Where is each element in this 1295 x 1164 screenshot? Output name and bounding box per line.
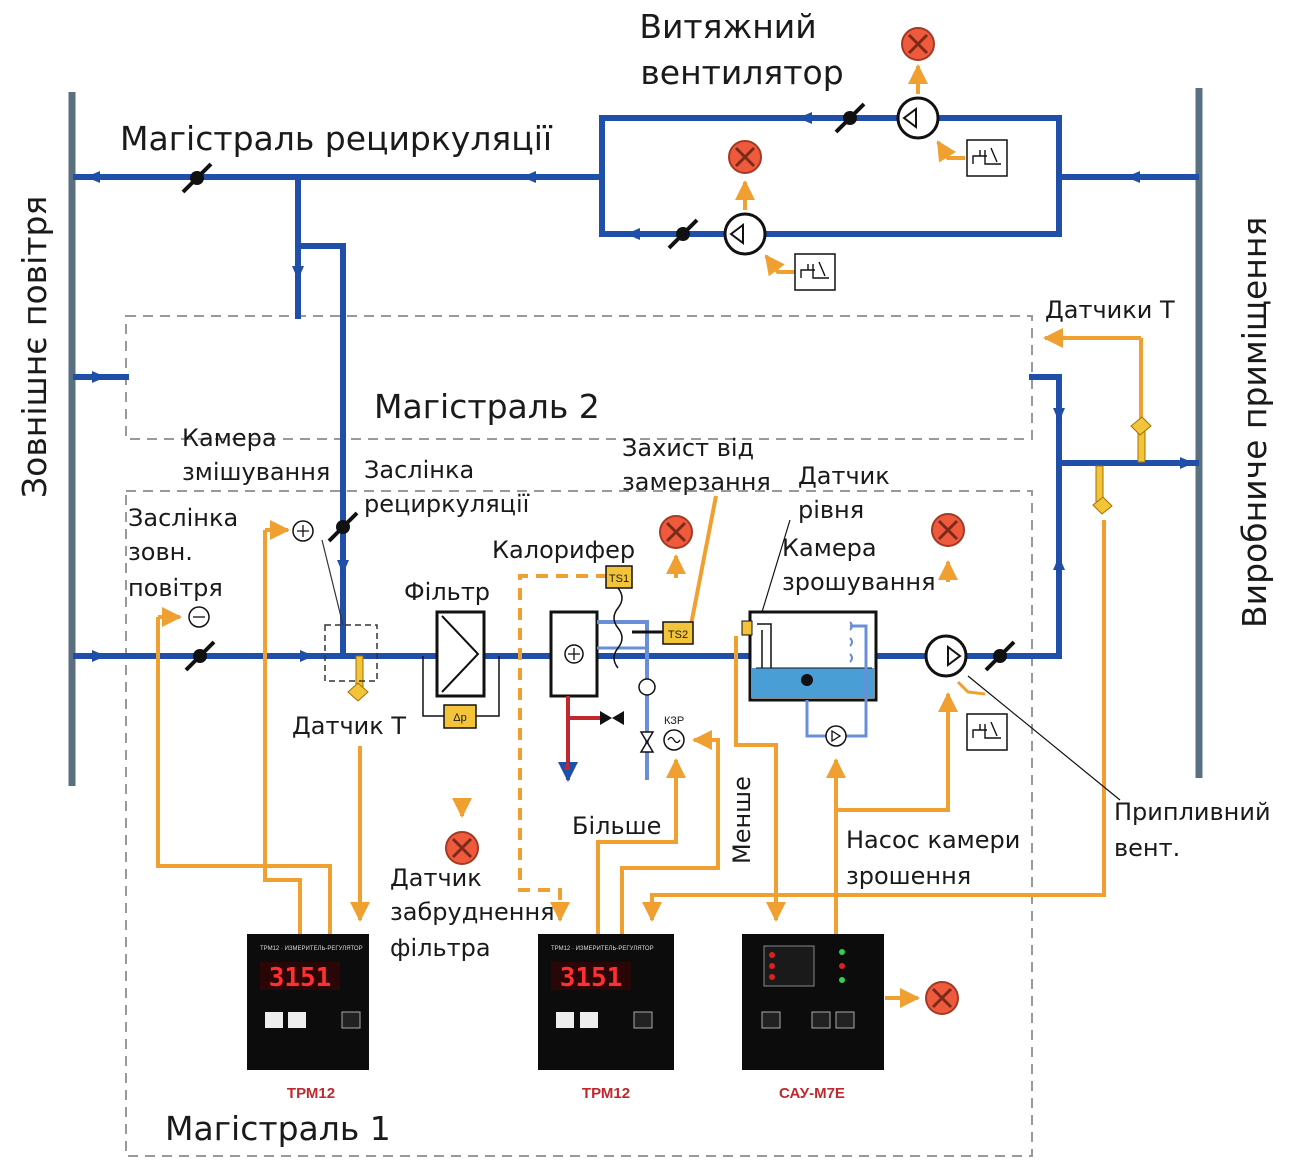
recirc-main-label: Магістраль рециркуляції [120, 119, 553, 158]
svg-text:TS2: TS2 [668, 629, 688, 641]
kzr-label: КЗР [664, 715, 684, 727]
outside-damper-actuator-icon [188, 606, 210, 628]
filter-dirt-label-3: фільтра [390, 934, 491, 962]
svg-text:ТРМ12 · ИЗМЕРИТЕЛЬ-РЕГУЛЯТОР: ТРМ12 · ИЗМЕРИТЕЛЬ-РЕГУЛЯТОР [551, 946, 654, 952]
production-room-label: Виробниче приміщення [1235, 217, 1274, 628]
exhaust-fan-2 [723, 212, 767, 256]
air-ducts [73, 115, 1199, 659]
filter-alarm-icon [444, 830, 480, 866]
spray-pump-label-2: зрошення [846, 862, 971, 890]
spray-chamber-label-1: Камера [782, 534, 877, 562]
mixing-temp-sensor-icon [347, 655, 369, 702]
supply-fan [924, 634, 968, 678]
frost-label-1: Захист від [622, 434, 754, 462]
filter-dirt-label-1: Датчик [390, 864, 482, 892]
heater-label: Калорифер [492, 536, 635, 564]
room-temp-sensor-1-icon [1130, 416, 1152, 463]
main1-zone [125, 490, 1033, 1157]
trm12-controller-2: 3151 ТРМ12 · ИЗМЕРИТЕЛЬ-РЕГУЛЯТОР [538, 934, 674, 1070]
supply-fan-label-2: вент. [1114, 834, 1180, 862]
exhaust-fan-label-2: вентилятор [640, 53, 843, 92]
outside-damper-label-2: зовн. [128, 538, 193, 566]
spray-pump-label-1: Насос камери [846, 826, 1020, 854]
spray-chamber [741, 610, 878, 747]
room-temp-sensor-2-icon [1092, 465, 1113, 515]
exhaust-fan-2-pressure-sensor-icon [794, 253, 836, 291]
spray-chamber-label-2: зрошування [782, 568, 936, 596]
less-label: Менше [728, 776, 756, 864]
filter: Δp [422, 610, 500, 729]
filter-dirt-label-2: забруднення [390, 898, 555, 926]
heater-signal-dashed [518, 574, 608, 922]
supply-fan-label-1: Припливний [1114, 798, 1271, 826]
heater [549, 587, 685, 782]
ts2-sensor [662, 621, 694, 645]
frost-label-2: замерзання [622, 468, 771, 496]
outside-air-label: Зовнішнє повітря [15, 196, 54, 498]
svg-text:TS1: TS1 [609, 573, 629, 585]
mixing-chamber-label-2: змішування [182, 458, 330, 486]
supply-fan-pressure-sensor-icon [966, 713, 1008, 751]
exhaust-fan-1-pressure-sensor-icon [966, 139, 1008, 177]
outside-damper-label-1: Заслінка [128, 504, 238, 532]
svg-text:3151: 3151 [269, 963, 332, 993]
main1-label: Магістраль 1 [165, 1109, 391, 1148]
flow-arrows [86, 112, 1194, 662]
svg-text:ТРМ12 · ИЗМЕРИТЕЛЬ-РЕГУЛЯТОР: ТРМ12 · ИЗМЕРИТЕЛЬ-РЕГУЛЯТОР [260, 946, 363, 952]
exhaust-fan-1-alarm-icon [900, 26, 936, 62]
mixing-chamber [324, 624, 378, 682]
level-sensor-label-1: Датчик [798, 462, 890, 490]
outside-damper-label-3: повітря [128, 574, 223, 602]
device-2-name: ТРМ12 [582, 1085, 630, 1102]
device-3-name: САУ-М7Е [779, 1085, 845, 1102]
recirc-damper-label-1: Заслінка [364, 456, 474, 484]
sau-m7e-controller [742, 934, 884, 1070]
exhaust-fan-label-1: Витяжний [639, 7, 816, 46]
spray-pump-icon [825, 725, 847, 747]
recirc-damper-label-2: рециркуляції [364, 490, 530, 518]
spray-alarm-icon [930, 512, 966, 548]
more-label: Більше [572, 812, 661, 840]
device-1-name: ТРМ12 [287, 1085, 335, 1102]
exhaust-fan-2-alarm-icon [727, 139, 763, 175]
dp-sensor [443, 704, 477, 729]
main2-label: Магістраль 2 [374, 387, 600, 426]
svg-text:3151: 3151 [560, 963, 623, 993]
ts1-sensor [605, 565, 633, 589]
recirc-damper-actuator-icon [292, 520, 314, 542]
trm12-controller-1: 3151 ТРМ12 · ИЗМЕРИТЕЛЬ-РЕГУЛЯТОР [247, 934, 369, 1070]
temp-sensor-label: Датчик Т [292, 712, 406, 740]
exhaust-fan-1 [896, 96, 940, 140]
sau-alarm-icon [924, 980, 960, 1016]
mixing-chamber-label-1: Камера [182, 424, 277, 452]
temp-sensors-label: Датчики Т [1045, 296, 1175, 324]
signal-lines [156, 328, 1143, 1008]
level-sensor [741, 620, 753, 636]
svg-text:Δp: Δp [453, 712, 466, 724]
filter-label: Фільтр [404, 578, 490, 606]
frost-alarm-icon [658, 514, 694, 550]
level-sensor-label-2: рівня [798, 496, 864, 524]
